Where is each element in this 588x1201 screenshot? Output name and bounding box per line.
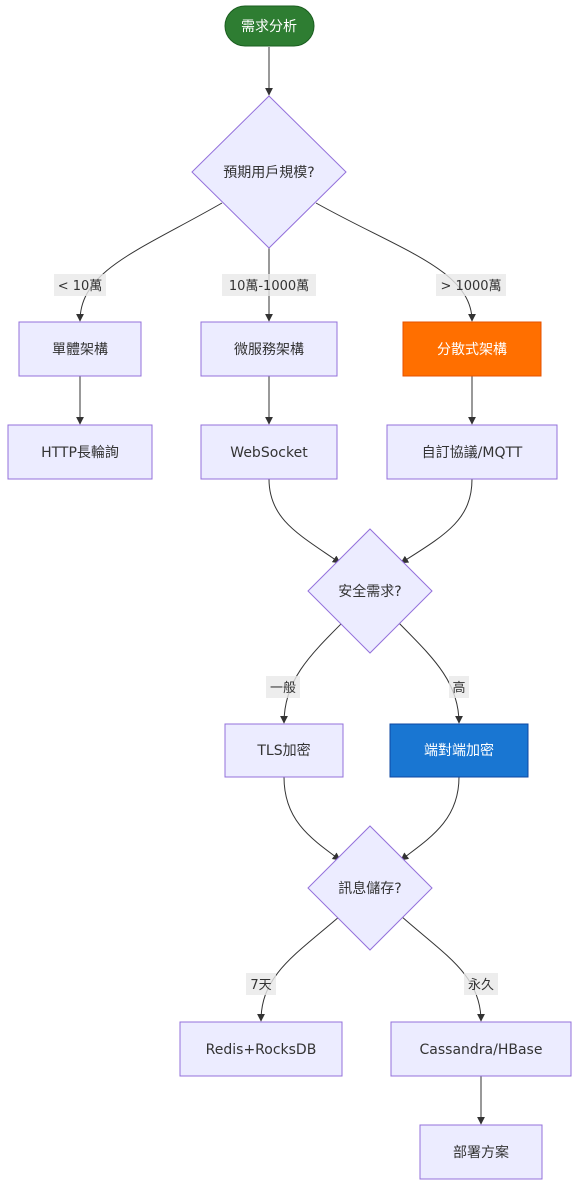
node-storage-label: 訊息儲存? [338, 880, 401, 897]
edge-label-gt-1000w-text: > 1000萬 [440, 279, 501, 294]
edge-e2e-to-storage [400, 776, 460, 861]
node-storage-decision[interactable]: 訊息儲存? [307, 825, 433, 951]
edge-label-7days: 7天 [246, 973, 276, 995]
node-e2e-label: 端對端加密 [424, 742, 494, 759]
edge-label-high: 高 [449, 676, 469, 698]
node-security-decision[interactable]: 安全需求? [307, 528, 433, 654]
node-deploy[interactable]: 部署方案 [419, 1124, 543, 1180]
node-cassandra-label: Cassandra/HBase [420, 1042, 543, 1058]
edge-storage-to-redis [257, 915, 341, 1022]
node-deploy-label: 部署方案 [453, 1144, 509, 1161]
node-http-long-poll-label: HTTP長輪詢 [41, 444, 119, 461]
node-tls[interactable]: TLS加密 [224, 723, 344, 778]
node-start[interactable]: 需求分析 [224, 5, 315, 47]
node-e2e[interactable]: 端對端加密 [389, 723, 529, 778]
edge-security-to-e2e [395, 619, 463, 724]
node-custom-protocol-label: 自訂協議/MQTT [422, 444, 523, 461]
node-cassandra[interactable]: Cassandra/HBase [390, 1021, 572, 1077]
node-user-scale-decision[interactable]: 預期用戶規模? [191, 95, 347, 249]
edge-security-to-tls [280, 619, 346, 724]
node-microservices[interactable]: 微服務架構 [200, 321, 338, 377]
node-monolith[interactable]: 單體架構 [18, 321, 142, 377]
edge-user-scale-to-distributed [315, 202, 476, 322]
edge-label-lt-10w-text: < 10萬 [58, 279, 103, 294]
edge-label-permanent-text: 永久 [468, 978, 494, 993]
node-http-long-poll[interactable]: HTTP長輪詢 [7, 424, 153, 480]
node-monolith-label: 單體架構 [52, 342, 108, 358]
edge-websocket-to-security [268, 478, 341, 564]
node-distributed-label: 分散式架構 [437, 342, 507, 358]
node-user-scale-label: 預期用戶規模? [223, 165, 314, 181]
nodes: 需求分析 預期用戶規模? 單體架構 微服務架構 分散式架構 HTTP長輪詢 We… [7, 5, 572, 1180]
node-tls-label: TLS加密 [256, 742, 310, 759]
edge-tls-to-storage [283, 776, 341, 861]
edge-user-scale-to-monolith [76, 202, 223, 322]
node-redis-label: Redis+RocksDB [206, 1042, 317, 1058]
node-security-label: 安全需求? [338, 583, 401, 600]
edge-labels: < 10萬 10萬-1000萬 > 1000萬 一般 高 7天 永久 [54, 274, 506, 995]
edges [76, 47, 485, 1125]
edge-custom-to-security [400, 478, 473, 564]
edge-storage-to-cassandra [400, 915, 485, 1022]
edge-label-gt-1000w: > 1000萬 [436, 274, 506, 296]
node-websocket-label: WebSocket [230, 445, 308, 461]
edge-label-normal-text: 一般 [270, 680, 296, 696]
node-microservices-label: 微服務架構 [234, 342, 304, 358]
node-custom-protocol[interactable]: 自訂協議/MQTT [386, 424, 558, 480]
edge-label-10w-1000w: 10萬-1000萬 [222, 274, 316, 296]
edge-label-normal: 一般 [266, 676, 300, 698]
edge-label-7days-text: 7天 [250, 978, 271, 993]
node-websocket[interactable]: WebSocket [200, 424, 338, 480]
edge-label-high-text: 高 [452, 680, 465, 696]
edge-label-permanent: 永久 [464, 973, 498, 995]
node-redis[interactable]: Redis+RocksDB [179, 1021, 343, 1077]
edge-label-lt-10w: < 10萬 [54, 274, 106, 296]
edge-label-10w-1000w-text: 10萬-1000萬 [229, 279, 309, 294]
node-start-label: 需求分析 [241, 19, 297, 35]
node-distributed[interactable]: 分散式架構 [402, 321, 542, 377]
